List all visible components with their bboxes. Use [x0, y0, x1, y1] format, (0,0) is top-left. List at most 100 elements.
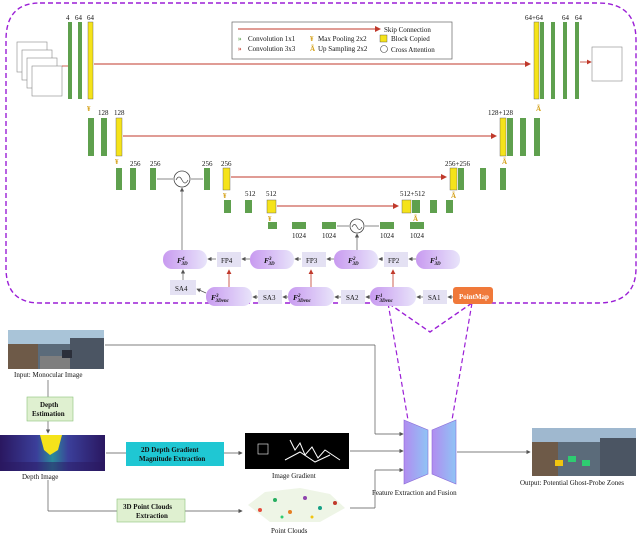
unet-level3-right: 256+256	[445, 160, 506, 191]
node-f2-3d	[334, 250, 378, 269]
l3-left-a: 256	[130, 160, 141, 168]
upsample-icon-4: Ã	[413, 215, 418, 223]
node-sa3	[258, 290, 282, 304]
legend-box	[231, 21, 453, 60]
node-f3-3d	[250, 250, 294, 269]
point-cloud-image	[248, 488, 345, 522]
l5-3: 1024	[410, 232, 425, 240]
depth-est-line2: Estimation	[32, 410, 65, 418]
node-f2-enc	[288, 287, 334, 306]
l1-left-0: 4	[66, 14, 70, 22]
depth-est-line1: Depth	[40, 401, 58, 409]
l1-right-1: 64	[562, 14, 570, 22]
l3-left-b: 256	[150, 160, 161, 168]
unet-output-map	[591, 46, 623, 82]
callout-line-left	[387, 302, 409, 421]
l4-left-a: 512	[245, 190, 256, 198]
legend-upsample-label: Up Sampling 2x2	[318, 45, 368, 53]
node-f1-3d	[416, 250, 460, 269]
l1-left-2: 64	[87, 14, 95, 22]
grad-line1: 2D Depth Gradient	[141, 446, 199, 454]
l1-right-0: 64+64	[525, 14, 543, 22]
legend-maxpool-icon: ¥	[310, 35, 314, 43]
node-sa1	[423, 290, 447, 304]
point-clouds-label: Point Clouds	[271, 527, 308, 535]
unet-level1-right: 64+64 64 64	[525, 14, 592, 100]
node-pointmap	[453, 287, 493, 304]
fusion-block	[403, 419, 457, 485]
node-f3-enc	[206, 287, 252, 306]
node-sa1-label: SA1	[428, 294, 441, 302]
node-fp3	[302, 252, 326, 267]
dashed-container	[5, 2, 637, 333]
node-fp4-label: FP4	[221, 257, 233, 265]
legend-conv1-icon: »	[238, 35, 242, 43]
input-image	[8, 330, 104, 369]
node-sa3-label: SA3	[263, 294, 276, 302]
unet-level3-mid: 256 256	[202, 160, 232, 191]
legend-copied-icon	[379, 34, 388, 43]
legend: Skip Connection » Convolution 1x1 ¥ Max …	[231, 21, 453, 60]
cross-attention-l5	[349, 218, 365, 234]
unet-level1-left: 4 64 64	[62, 14, 95, 100]
unet-level2-right: 128+128	[488, 109, 540, 157]
pc-line1: 3D Point Clouds	[123, 503, 172, 511]
legend-skip-label: Skip Connection	[384, 26, 431, 34]
depth-image-label: Depth Image	[22, 473, 58, 481]
node-sa4	[170, 280, 196, 295]
maxpool-icon-1: ¥	[87, 105, 91, 113]
grad-line2: Magnitude Extraction	[139, 455, 205, 463]
node-f1-enc	[370, 287, 416, 306]
unet-level2-left: 128 128	[88, 109, 125, 157]
callout-line-right	[451, 302, 473, 421]
maxpool-icon-3: ¥	[223, 192, 227, 200]
legend-cross-label: Cross Attention	[391, 46, 435, 54]
gradient-extraction-box	[126, 442, 224, 466]
l3-mid-b: 256	[221, 160, 232, 168]
fusion-label: Feature Extraction and Fusion	[372, 489, 457, 497]
legend-conv1-label: Convolution 1x1	[248, 35, 296, 43]
maxpool-icon-2: ¥	[115, 158, 119, 166]
node-sa4-label: SA4	[175, 285, 188, 293]
output-label: Output: Potential Ghost-Probe Zones	[520, 479, 624, 487]
node-fp4	[217, 252, 241, 267]
upsample-icon-1: Ã	[536, 105, 541, 113]
l2-left-label-b: 128	[114, 109, 125, 117]
l1-left-1: 64	[75, 14, 83, 22]
input-channel-stack	[16, 41, 63, 97]
l3-mid-a: 256	[202, 160, 213, 168]
depth-estimation-box	[26, 396, 74, 422]
upsample-icon-2: Ã	[502, 158, 507, 166]
l5-1: 1024	[322, 232, 337, 240]
cross-attention-l5-wave	[351, 224, 363, 230]
node-f4-3d	[163, 250, 207, 269]
pointcloud-extraction-box	[116, 498, 186, 523]
cross-attention-l3-wave	[175, 176, 189, 184]
legend-copied-label: Block Copied	[391, 35, 430, 43]
legend-cross-icon	[380, 45, 388, 53]
output-image	[532, 428, 636, 476]
upsample-icon-3: Ã	[451, 192, 456, 200]
image-gradient-label: Image Gradient	[272, 472, 316, 480]
unet-level4-left: 512 512	[224, 190, 277, 214]
unet-level4-right: 512+512	[400, 190, 453, 214]
pc-line2: Extraction	[136, 512, 168, 520]
legend-conv3-label: Convolution 3x3	[248, 45, 296, 53]
node-sa2-label: SA2	[346, 294, 359, 302]
node-sa2	[341, 290, 365, 304]
l5-2: 1024	[380, 232, 395, 240]
l4-left-b: 512	[266, 190, 277, 198]
l2-right-label: 128+128	[488, 109, 513, 117]
l5-0: 1024	[292, 232, 307, 240]
maxpool-icon-4: ¥	[268, 215, 272, 223]
node-fp3-label: FP3	[306, 257, 318, 265]
l1-right-2: 64	[575, 14, 583, 22]
